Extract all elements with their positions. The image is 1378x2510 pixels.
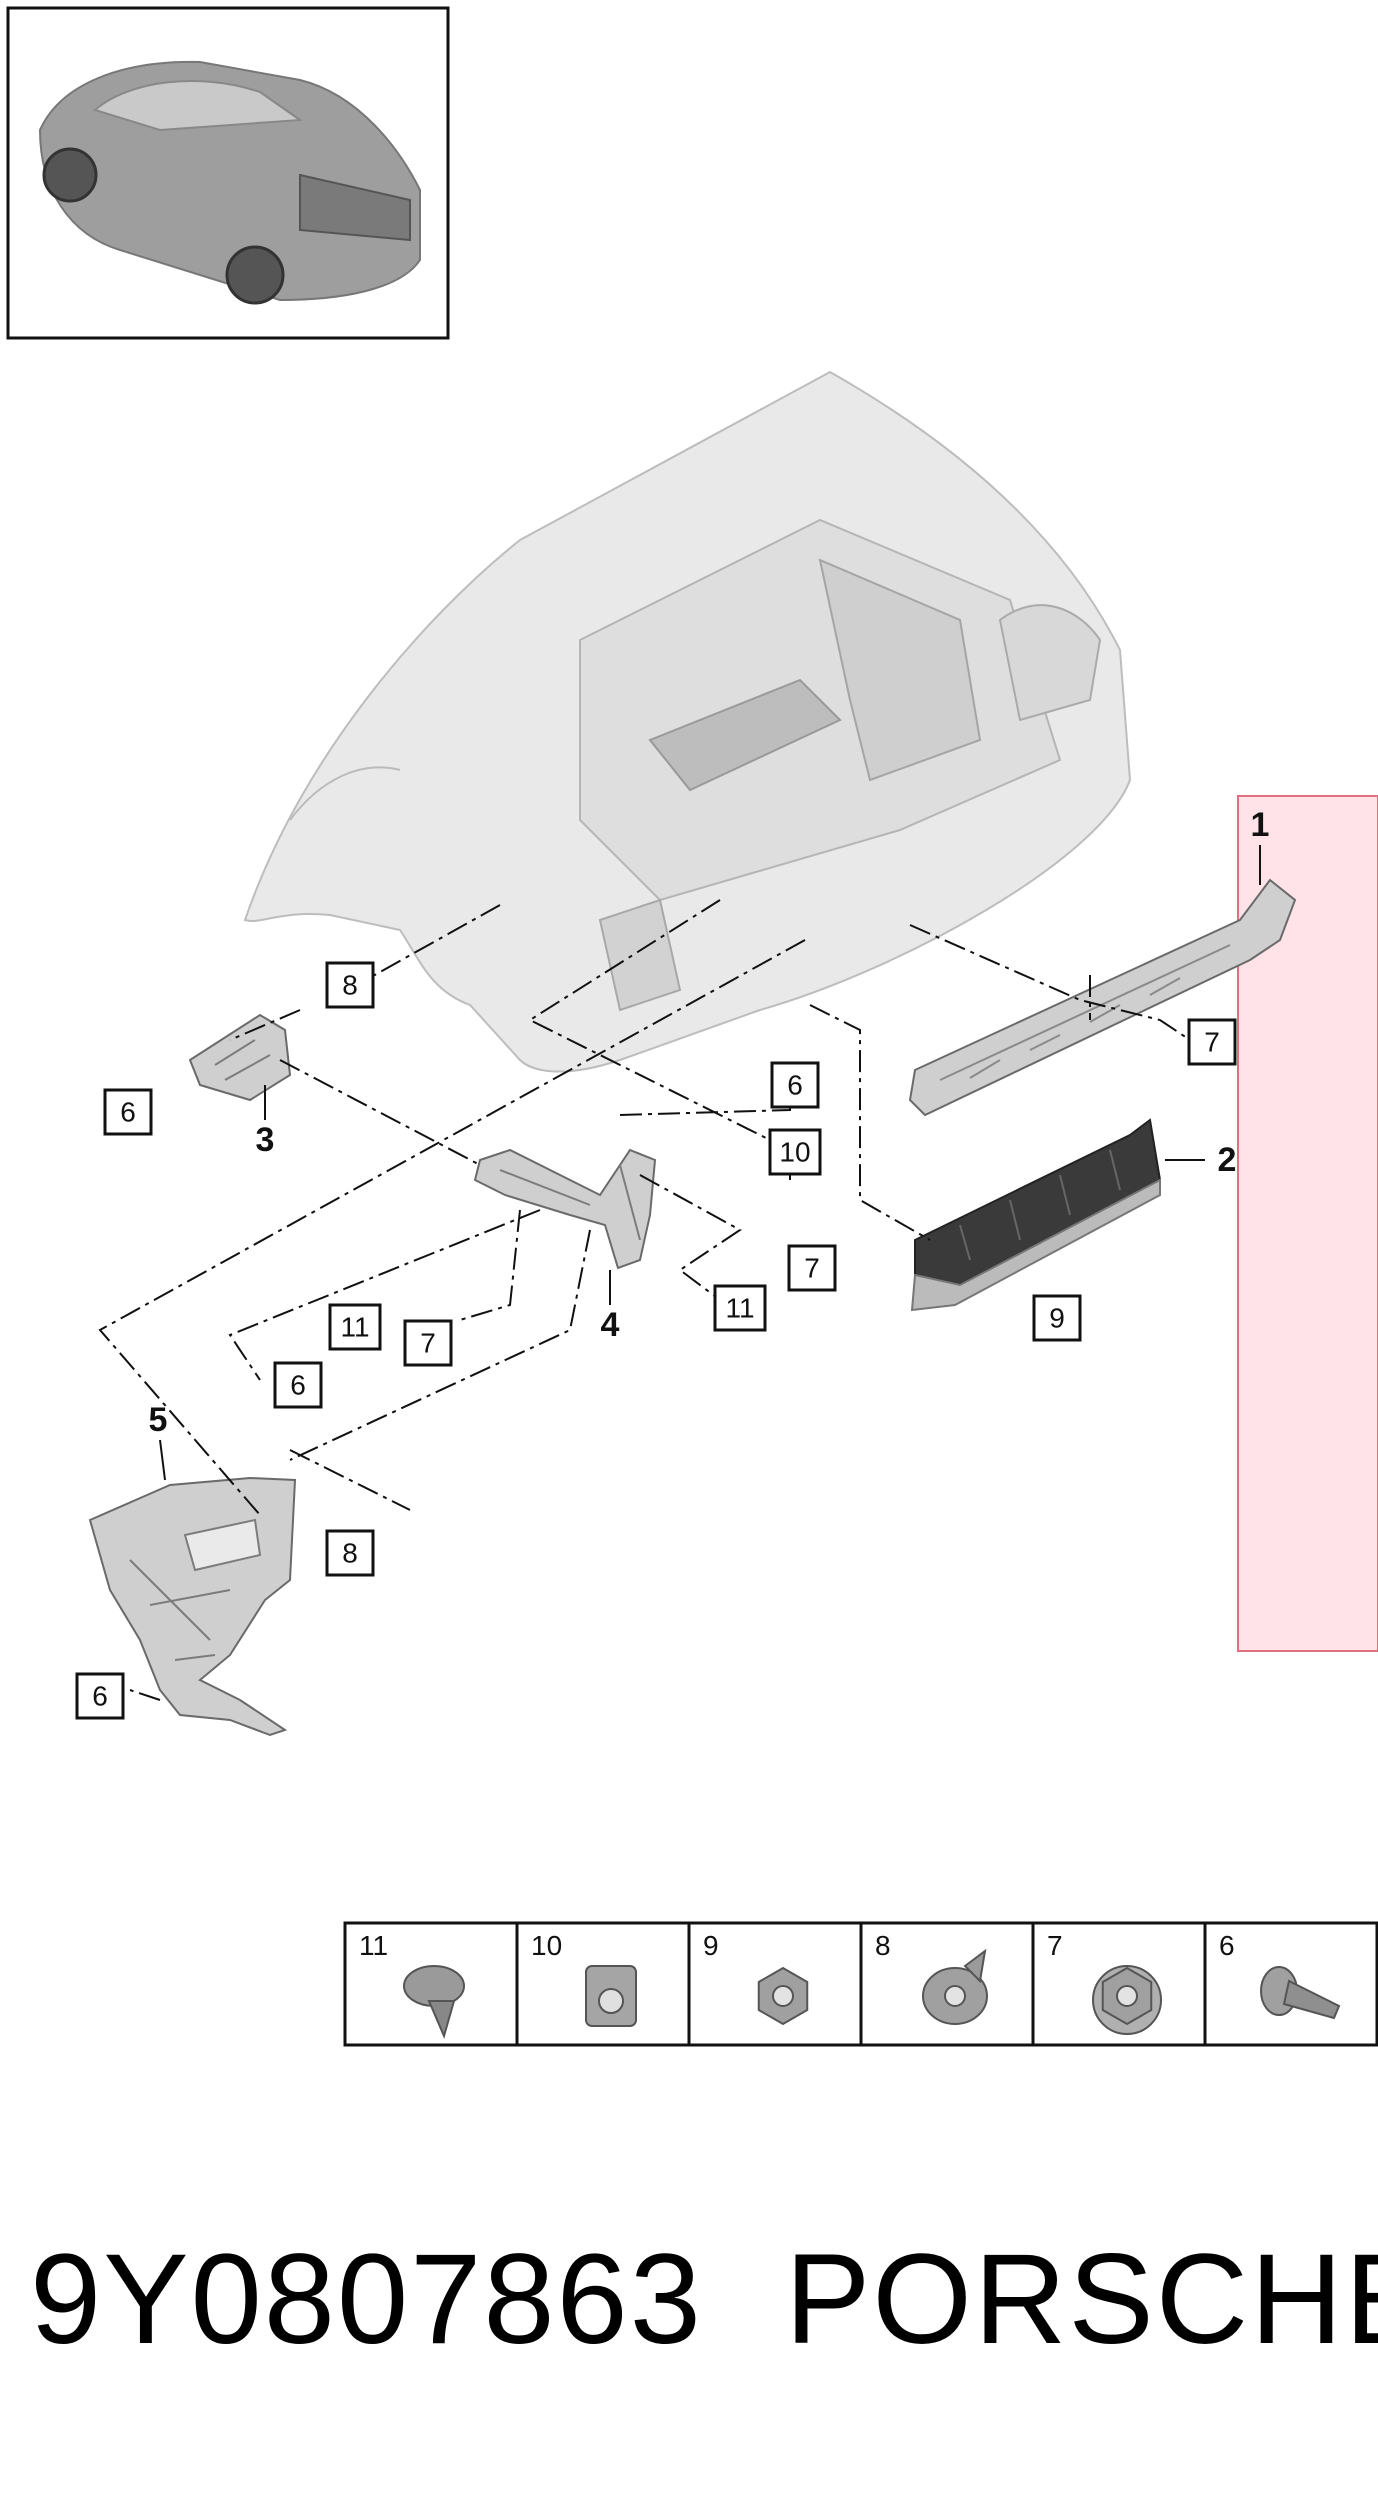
main-part-leaders (159, 845, 1261, 1481)
part-5-bracket (88, 1476, 297, 1737)
callout-9: 9 (1032, 1294, 1082, 1342)
part-4-bracket (473, 1148, 657, 1270)
callout-label: 11 (340, 1312, 369, 1343)
legend-number: 10 (531, 1930, 562, 1961)
callout-6: 6 (273, 1361, 323, 1409)
callout-11: 11 (713, 1284, 767, 1332)
part-1-bracket (908, 878, 1297, 1117)
callout-label: 7 (420, 1328, 436, 1359)
vehicle-rear-body (243, 370, 1132, 1073)
main-part-1: 1 (1251, 806, 1270, 844)
fastener-legend: 11 10 9 8 7 6 (343, 1921, 1378, 2047)
callout-label: 8 (342, 1538, 358, 1569)
callout-10: 10 (768, 1128, 822, 1176)
callout-label: 7 (804, 1253, 820, 1284)
main-part-4: 4 (601, 1306, 620, 1344)
part-number: 9Y0807863 (30, 2228, 703, 2371)
expansion-nut-icon (922, 1948, 988, 2025)
callout-6: 6 (75, 1672, 125, 1720)
callout-group: 8 6 6 10 7 7 11 7 11 6 9 8 6 (75, 961, 1237, 1720)
legend-cell-9: 9 (687, 1921, 863, 2047)
car-overview-icon (38, 60, 421, 305)
legend-cell-7: 7 (1031, 1921, 1207, 2047)
callout-label: 8 (342, 970, 358, 1001)
legend-cell-11: 11 (343, 1921, 519, 2047)
callout-label: 6 (290, 1370, 306, 1401)
flange-nut-icon (1092, 1965, 1162, 2035)
bolt-icon (1260, 1966, 1341, 2020)
legend-cell-8: 8 (859, 1921, 1035, 2047)
legend-cell-10: 10 (515, 1921, 691, 2047)
callout-8: 8 (325, 1529, 375, 1577)
main-part-2: 2 (1218, 1141, 1237, 1179)
legend-number: 6 (1219, 1930, 1235, 1961)
part-3-bracket (188, 1013, 292, 1102)
brand-name: PORSCHE (785, 2228, 1378, 2371)
callout-label: 7 (1204, 1027, 1220, 1058)
callout-label: 6 (787, 1070, 803, 1101)
callout-7: 7 (787, 1244, 837, 1292)
clip-nut-icon (585, 1965, 637, 2027)
legend-number: 11 (359, 1930, 388, 1961)
screw-icon (403, 1965, 465, 2039)
callout-7: 7 (403, 1319, 453, 1367)
callout-6: 6 (770, 1061, 820, 1109)
callout-11: 11 (328, 1303, 382, 1351)
main-part-5: 5 (149, 1401, 168, 1439)
legend-cell-6: 6 (1203, 1921, 1378, 2047)
overview-inset (6, 6, 450, 340)
callout-label: 11 (725, 1293, 754, 1324)
callout-label: 6 (92, 1681, 108, 1712)
callout-8: 8 (325, 961, 375, 1009)
hex-nut-icon (757, 1966, 809, 2026)
legend-number: 9 (703, 1930, 719, 1961)
callout-label: 9 (1049, 1303, 1065, 1334)
legend-number: 8 (875, 1930, 891, 1961)
callout-6: 6 (103, 1088, 153, 1136)
part-2-guide (910, 1118, 1162, 1312)
callout-7: 7 (1187, 1018, 1237, 1066)
callout-label: 10 (779, 1137, 810, 1168)
main-part-3: 3 (256, 1121, 275, 1159)
legend-number: 7 (1047, 1930, 1063, 1961)
callout-label: 6 (120, 1097, 136, 1128)
main-part-number-group: 1 2 3 4 5 (149, 806, 1270, 1439)
